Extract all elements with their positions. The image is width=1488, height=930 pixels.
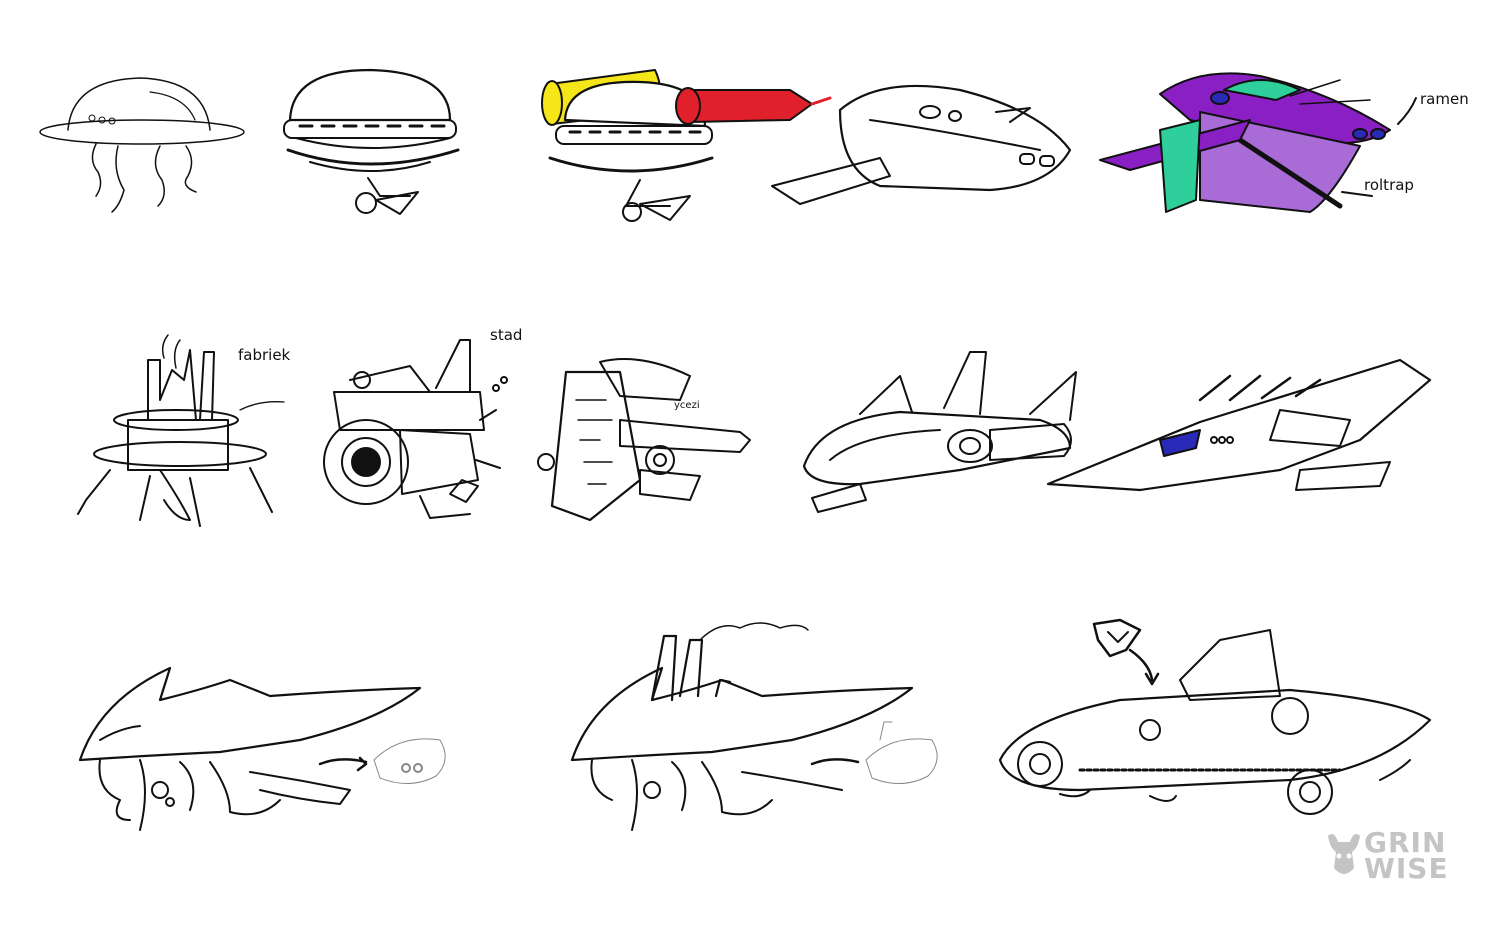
- sleek-ship-sketch: [771, 84, 1072, 205]
- hover-racer-sketch: [998, 618, 1432, 815]
- label-roltrap: roltrap: [1364, 176, 1414, 194]
- jellyfish-ufo-sketch: [39, 77, 245, 213]
- crocodile-ship-sketch: [1099, 72, 1417, 213]
- jet-fighter-sketch: [802, 351, 1077, 513]
- horned-mascot-icon: [1328, 834, 1360, 874]
- label-stad: stad: [490, 326, 522, 344]
- grinwise-logo: GRIN WISE: [1324, 824, 1454, 904]
- city-turbine-ship-sketch: [323, 339, 508, 519]
- condiment-burger-ship-sketch: [541, 69, 832, 222]
- label-ycezi: ycezi: [674, 400, 700, 411]
- biomech-factory-ship-sketch: [570, 622, 938, 831]
- logo-text-line2: WISE: [1364, 852, 1449, 885]
- factory-ufo-sketch: [77, 334, 285, 527]
- biomech-ship-sketch: [78, 666, 446, 831]
- label-ramen: ramen: [1420, 90, 1469, 108]
- shark-jet-sketch: [1046, 358, 1432, 492]
- burger-ship-sketch: [283, 68, 460, 215]
- label-fabriek: fabriek: [238, 346, 291, 364]
- armored-tank-ship-sketch: [537, 358, 751, 522]
- logo-text-line1: GRIN: [1364, 826, 1447, 859]
